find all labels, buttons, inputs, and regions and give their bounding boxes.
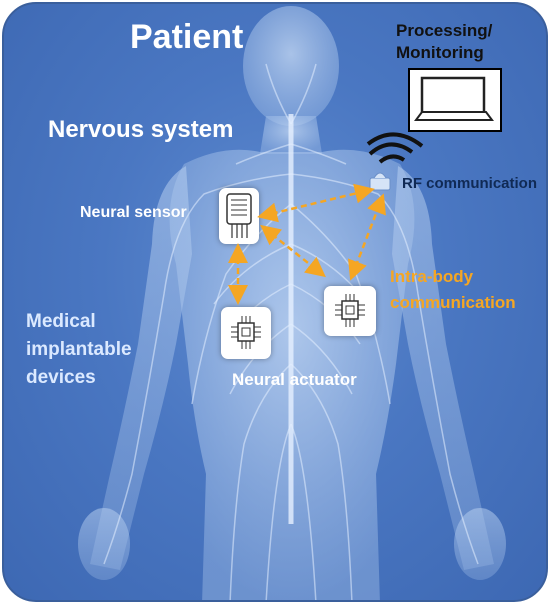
- left-arm-shape: [90, 166, 192, 570]
- laptop-icon: [408, 68, 502, 132]
- intra-body-line-2: communication: [390, 293, 516, 312]
- intra-body-communication-label: Intra-body communication: [390, 264, 516, 316]
- neural-sensor-device: [219, 188, 259, 244]
- patient-title: Patient: [130, 18, 244, 56]
- arrow-sensor-to-actuator-2: [260, 224, 326, 278]
- neural-actuator-chip-icon: [335, 294, 365, 327]
- medical-line-3: devices: [26, 367, 96, 388]
- arrow-sensor-to-rf: [257, 183, 375, 223]
- diagram-frame: Patient Nervous system Neural sensor Neu…: [2, 2, 548, 602]
- wireless-signal-icon: [366, 132, 424, 164]
- neural-sensor-label: Neural sensor: [80, 204, 187, 221]
- processing-line-2: Monitoring: [396, 43, 484, 62]
- medical-line-1: Medical: [26, 311, 96, 332]
- head-shape: [243, 6, 339, 126]
- processing-monitoring-label: Processing/ Monitoring: [396, 20, 492, 64]
- neural-actuator-chip-icon: [231, 316, 261, 349]
- processing-line-1: Processing/: [396, 21, 493, 40]
- neural-actuator-device-1: [221, 307, 271, 359]
- communication-arrows: [228, 183, 386, 305]
- right-arm-shape: [392, 166, 494, 570]
- neural-actuator-device-2: [324, 286, 376, 336]
- right-hand-shape: [454, 508, 506, 580]
- neural-actuator-label: Neural actuator: [232, 370, 357, 389]
- neural-sensor-chip-icon: [226, 193, 252, 238]
- arrow-actuator-2-to-rf: [348, 193, 386, 281]
- medical-line-2: implantable: [26, 339, 132, 360]
- rf-communication-label: RF communication: [402, 175, 538, 192]
- medical-implantable-devices-label: Medical implantable devices: [26, 308, 132, 392]
- intra-body-line-1: Intra-body: [390, 267, 474, 286]
- nervous-system-label: Nervous system: [48, 116, 234, 143]
